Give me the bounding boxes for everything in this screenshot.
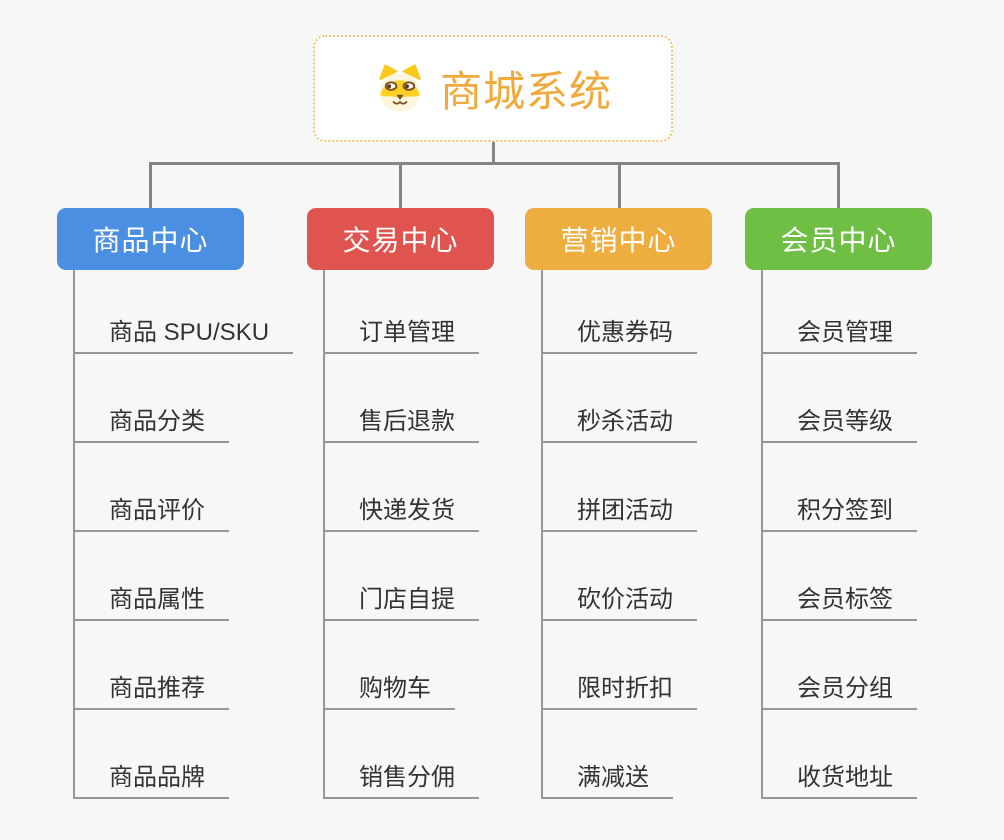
- connector-bus: [149, 162, 840, 165]
- leaf-label: 秒杀活动: [577, 408, 673, 435]
- leaf-label: 会员分组: [797, 675, 893, 702]
- leaf-node[interactable]: 优惠券码: [543, 270, 697, 354]
- connector-drop: [399, 164, 402, 208]
- leaf-label: 商品品牌: [109, 764, 205, 791]
- leaf-node[interactable]: 会员管理: [763, 270, 917, 354]
- leaf-label: 限时折扣: [577, 675, 673, 702]
- leaf-label: 订单管理: [359, 319, 455, 346]
- leaf-node[interactable]: 满减送: [543, 710, 673, 799]
- leaf-node[interactable]: 积分签到: [763, 443, 917, 532]
- leaf-label: 优惠券码: [577, 319, 673, 346]
- leaf-label: 会员标签: [797, 586, 893, 613]
- branch-children: 优惠券码 秒杀活动 拼团活动 砍价活动 限时折扣 满减送: [541, 270, 697, 799]
- leaf-label: 满减送: [577, 764, 649, 791]
- leaf-label: 销售分佣: [359, 764, 455, 791]
- leaf-node[interactable]: 拼团活动: [543, 443, 697, 532]
- leaf-label: 商品 SPU/SKU: [109, 319, 270, 346]
- leaf-node[interactable]: 秒杀活动: [543, 354, 697, 443]
- branch-node-trade-center[interactable]: 交易中心: [307, 208, 494, 270]
- leaf-label: 会员等级: [797, 408, 893, 435]
- leaf-node[interactable]: 商品 SPU/SKU: [75, 270, 294, 354]
- connector-drop: [149, 164, 152, 208]
- leaf-node[interactable]: 收货地址: [763, 710, 917, 799]
- leaf-node[interactable]: 会员等级: [763, 354, 917, 443]
- leaf-label: 砍价活动: [577, 586, 673, 613]
- branch-column-member: 会员中心 会员管理 会员等级 积分签到 会员标签 会员分组 收货地址: [745, 208, 932, 799]
- leaf-label: 拼团活动: [577, 497, 673, 524]
- leaf-label: 商品属性: [109, 586, 205, 613]
- branch-children: 订单管理 售后退款 快递发货 门店自提 购物车 销售分佣: [323, 270, 479, 799]
- leaf-node[interactable]: 商品品牌: [75, 710, 229, 799]
- dog-icon: [374, 64, 426, 113]
- leaf-node[interactable]: 商品推荐: [75, 621, 229, 710]
- leaf-label: 积分签到: [797, 497, 893, 524]
- leaf-node[interactable]: 商品属性: [75, 532, 229, 621]
- branch-column-goods: 商品中心 商品 SPU/SKU 商品分类 商品评价 商品属性 商品推荐 商品品牌: [57, 208, 294, 799]
- branch-column-trade: 交易中心 订单管理 售后退款 快递发货 门店自提 购物车 销售分佣: [307, 208, 494, 799]
- leaf-node[interactable]: 商品评价: [75, 443, 229, 532]
- branch-children: 会员管理 会员等级 积分签到 会员标签 会员分组 收货地址: [761, 270, 917, 799]
- leaf-node[interactable]: 购物车: [325, 621, 455, 710]
- leaf-label: 购物车: [359, 675, 431, 702]
- leaf-label: 售后退款: [359, 408, 455, 435]
- leaf-label: 会员管理: [797, 319, 893, 346]
- leaf-node[interactable]: 商品分类: [75, 354, 229, 443]
- leaf-label: 商品分类: [109, 408, 205, 435]
- leaf-node[interactable]: 销售分佣: [325, 710, 479, 799]
- branch-node-goods-center[interactable]: 商品中心: [57, 208, 244, 270]
- branch-label: 营销中心: [560, 225, 677, 256]
- leaf-label: 门店自提: [359, 586, 455, 613]
- leaf-node[interactable]: 会员分组: [763, 621, 917, 710]
- branch-children: 商品 SPU/SKU 商品分类 商品评价 商品属性 商品推荐 商品品牌: [73, 270, 294, 799]
- leaf-node[interactable]: 会员标签: [763, 532, 917, 621]
- leaf-node[interactable]: 限时折扣: [543, 621, 697, 710]
- leaf-label: 商品评价: [109, 497, 205, 524]
- branch-column-marketing: 营销中心 优惠券码 秒杀活动 拼团活动 砍价活动 限时折扣 满减送: [525, 208, 712, 799]
- connector-drop: [618, 164, 621, 208]
- branch-label: 商品中心: [92, 225, 209, 256]
- connector-root-stub: [492, 142, 495, 163]
- branch-label: 会员中心: [780, 225, 897, 256]
- branch-node-member-center[interactable]: 会员中心: [745, 208, 932, 270]
- branch-label: 交易中心: [342, 225, 459, 256]
- root-title: 商城系统: [439, 68, 612, 115]
- branch-node-marketing-center[interactable]: 营销中心: [525, 208, 712, 270]
- connector-drop: [837, 164, 840, 208]
- leaf-node[interactable]: 订单管理: [325, 270, 479, 354]
- leaf-node[interactable]: 门店自提: [325, 532, 479, 621]
- leaf-node[interactable]: 快递发货: [325, 443, 479, 532]
- leaf-label: 收货地址: [797, 764, 893, 791]
- leaf-node[interactable]: 砍价活动: [543, 532, 697, 621]
- root-node[interactable]: 商城系统: [313, 35, 673, 142]
- leaf-label: 商品推荐: [109, 675, 205, 702]
- leaf-node[interactable]: 售后退款: [325, 354, 479, 443]
- leaf-label: 快递发货: [359, 497, 455, 524]
